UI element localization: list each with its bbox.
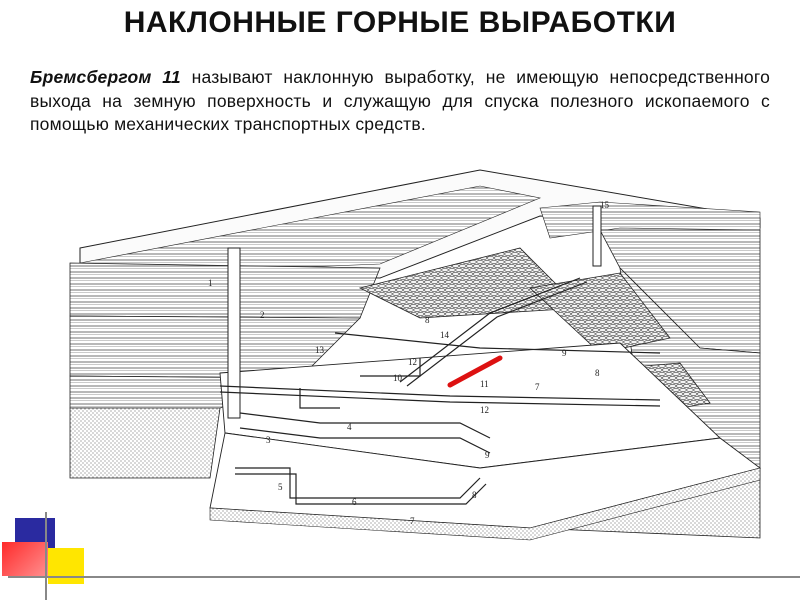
- diagram-label: 1: [208, 278, 213, 288]
- upper-rubble-right: [529, 272, 671, 354]
- diagram-label: 2: [260, 310, 265, 320]
- diagram-label: 7: [410, 516, 415, 526]
- slide-title: НАКЛОННЫЕ ГОРНЫЕ ВЫРАБОТКИ: [123, 6, 677, 39]
- main-shaft: [227, 247, 241, 419]
- diagram-label: 14: [440, 330, 450, 340]
- bremsberg-highlight: [447, 355, 503, 388]
- diagram-label: 6: [352, 497, 357, 507]
- definition-paragraph: Бремсбергом 11 называют наклонную вырабо…: [30, 66, 770, 137]
- diagram-label: 10: [393, 373, 403, 383]
- diagram-label: 13: [315, 345, 325, 355]
- deco-red-square: [2, 542, 48, 576]
- deco-vertical-line: [45, 512, 47, 600]
- diagram-label: 8: [472, 490, 477, 500]
- diagram-label: 3: [266, 435, 271, 445]
- auxiliary-shaft: [592, 205, 602, 267]
- diagram-label: 9: [485, 450, 490, 460]
- diagram-label: 4: [347, 422, 352, 432]
- left-strata-section: [69, 262, 381, 319]
- definition-term: Бремсбергом 11: [30, 67, 181, 87]
- diagram-label: 12: [480, 405, 489, 415]
- deco-horizontal-line: [8, 576, 800, 578]
- definition-text: называют наклонную выработку, не имеющую…: [30, 67, 770, 134]
- diagram-label: 12: [408, 357, 417, 367]
- diagram-label: 9: [562, 348, 567, 358]
- workings-lines: [219, 277, 661, 505]
- diagram-label: 8: [425, 315, 430, 325]
- diagram-label: 8: [595, 368, 600, 378]
- diagram-label: 5: [278, 482, 283, 492]
- diagram-label: 7: [535, 382, 540, 392]
- diagram-label: 11: [480, 379, 489, 389]
- diagram-label: 15: [600, 200, 610, 210]
- deco-yellow-square: [48, 548, 84, 584]
